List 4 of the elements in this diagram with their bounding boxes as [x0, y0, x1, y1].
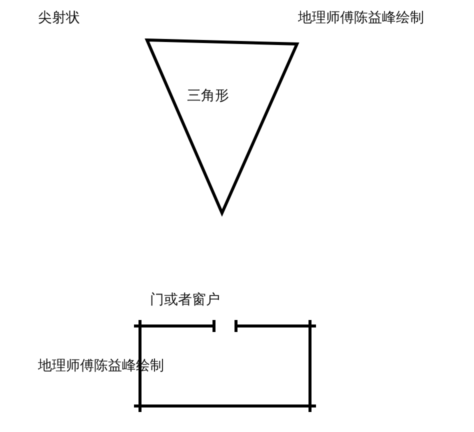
- gap-label: 门或者窗户: [150, 292, 220, 308]
- author-credit: 地理师傅陈益峰绘制: [298, 10, 424, 26]
- plot-title: 尖射状: [38, 10, 80, 26]
- shape-label: 三角形: [187, 88, 229, 104]
